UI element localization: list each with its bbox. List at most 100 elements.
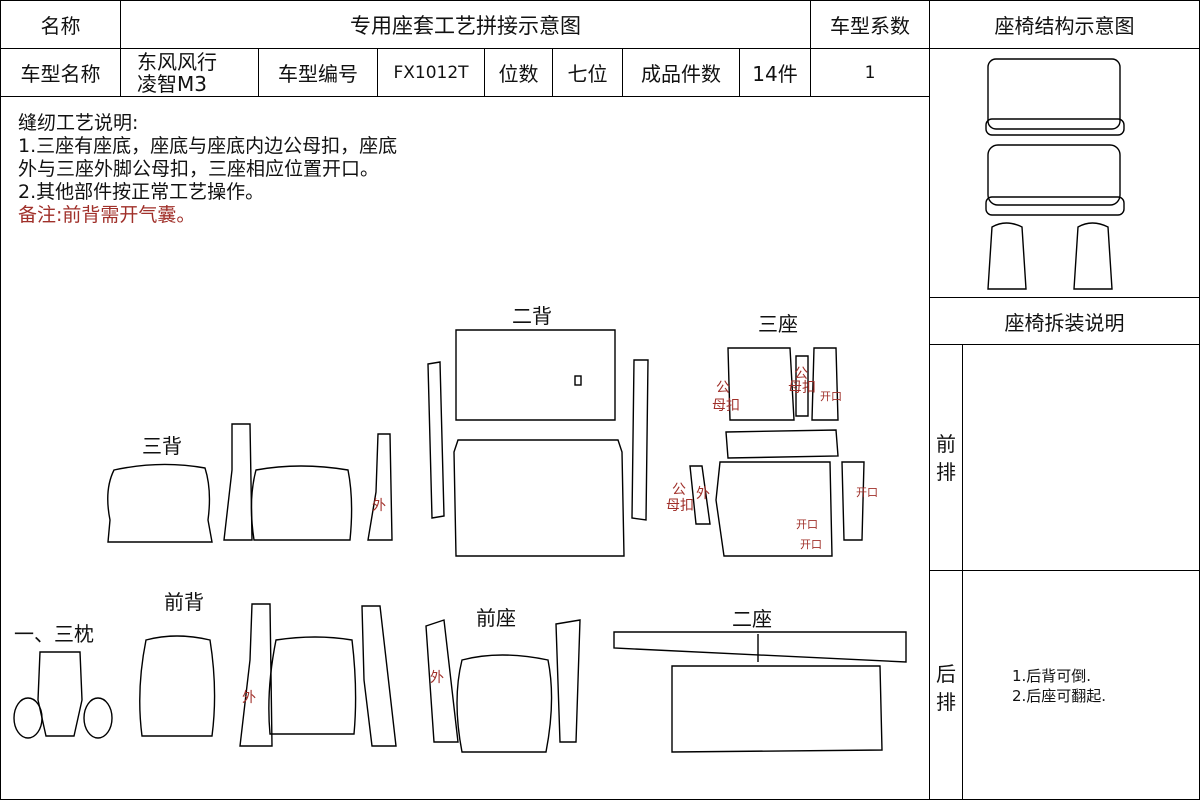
disassembly-title-cell: 座椅拆装说明 (929, 297, 1200, 345)
mark-outer-third-seat: 外 (696, 486, 710, 502)
notes-line-2: 外与三座外脚公母扣，三座相应位置开口。 (18, 158, 380, 180)
front-row-char1: 前 (936, 432, 956, 456)
mark-opening-4: 开口 (800, 538, 822, 551)
model-name-cell: 东风风行 凌智M3 (120, 48, 259, 97)
mark-outer-front-back: 外 (242, 690, 256, 706)
third-seat-right-base (811, 347, 839, 421)
front-row-char2: 排 (936, 460, 956, 484)
front-seat-right-outline (1073, 222, 1113, 290)
pattern-annotations: 外 外 外 外 公 母扣 公 母扣 公 母扣 开口 开口 开口 开口 (242, 366, 878, 706)
rear-row-char1: 后 (936, 662, 956, 686)
mark-opening-3: 开口 (796, 518, 818, 531)
rear-seat-cushion-outline (987, 144, 1121, 206)
notes-line-3: 2.其他部件按正常工艺操作。 (18, 181, 265, 203)
model-coeff-label-cell: 车型系数 (810, 0, 930, 49)
headrest-pieces (13, 651, 113, 739)
model-code-cell: FX1012T (377, 48, 485, 97)
label-second-back: 二背 (512, 304, 552, 328)
coeff-value: 1 (864, 62, 876, 83)
name-label: 名称 (40, 14, 81, 38)
label-third-seat: 三座 (758, 312, 798, 336)
third-seat-pieces (689, 347, 865, 557)
label-front-seat: 前座 (476, 606, 516, 630)
label-headrests: 一、三枕 (14, 622, 94, 646)
third-seat-cushion (715, 461, 833, 557)
notes-heading: 缝纫工艺说明: (18, 112, 139, 134)
structure-title-cell: 座椅结构示意图 (929, 0, 1200, 49)
name-label-cell: 名称 (0, 0, 121, 49)
front-seat-strip-right (555, 619, 581, 743)
third-back-strip-left (223, 423, 253, 541)
third-seat-left-base (727, 347, 795, 421)
front-seat-left-outline (987, 222, 1027, 290)
second-seat-front-strip (613, 631, 907, 663)
second-seat-pieces (613, 631, 907, 753)
front-back-pieces (139, 603, 397, 747)
label-third-back: 三背 (142, 434, 182, 458)
disassembly-title: 座椅拆装说明 (1004, 310, 1125, 335)
second-back-pieces (427, 329, 649, 557)
mark-buckle-2: 母扣 (788, 380, 816, 396)
second-back-tab-mark (574, 375, 582, 386)
mark-male-3: 公 (672, 482, 686, 498)
second-back-lower-panel (453, 439, 625, 557)
model-name-label: 车型名称 (20, 62, 101, 86)
rear-row-label: 后 排 (936, 660, 956, 716)
mark-opening-2: 开口 (856, 486, 878, 499)
third-back-side-panel (250, 465, 353, 541)
front-seat-cushion (456, 654, 553, 753)
pieces-cell: 14件 (739, 48, 811, 97)
model-name-label-cell: 车型名称 (0, 48, 121, 97)
model-name-line1: 东风风行 (137, 49, 217, 74)
third-back-strip-right (367, 433, 393, 541)
mark-outer-front-seat: 外 (430, 670, 444, 686)
mark-opening-1: 开口 (820, 390, 842, 403)
sewing-notes: 缝纫工艺说明: 1.三座有座底，座底与座底内边公母扣，座底 外与三座外脚公母扣，… (18, 112, 397, 227)
label-second-seat: 二座 (732, 607, 772, 631)
model-code-label: 车型编号 (278, 62, 358, 86)
third-seat-center-strip (795, 355, 809, 417)
seats-value: 七位 (567, 62, 608, 86)
rear-note-2: 2.后座可翻起. (1012, 687, 1107, 705)
rear-seat-back-outline (987, 58, 1121, 130)
third-back-main-panel (107, 463, 213, 543)
second-back-left-strip (427, 361, 445, 519)
seats-label: 位数 (498, 62, 539, 86)
second-back-right-strip (631, 359, 649, 521)
mark-buckle-1: 母扣 (712, 398, 740, 414)
label-front-back: 前背 (164, 590, 204, 614)
rear-seat-bottom-bar (985, 196, 1125, 216)
sheet-title: 专用座套工艺拼接示意图 (350, 13, 581, 38)
pieces-label: 成品件数 (641, 62, 721, 86)
seat-structure-diagram (985, 58, 1125, 290)
pieces-value: 14件 (752, 62, 798, 86)
third-seat-flap (725, 429, 839, 459)
mark-male-1: 公 (716, 380, 730, 396)
front-row-label: 前 排 (936, 430, 956, 486)
second-back-top-panel (455, 329, 616, 421)
notes-line-1: 1.三座有座底，座底与座底内边公母扣，座底 (18, 135, 398, 157)
structure-title: 座椅结构示意图 (994, 14, 1135, 38)
pattern-pieces: 外 外 外 外 公 母扣 公 母扣 公 母扣 开口 开口 开口 开口 (13, 329, 907, 753)
rear-seat-top-bar (985, 118, 1125, 136)
model-code: FX1012T (393, 62, 469, 83)
third-back-pieces (107, 423, 393, 543)
third-seat-inner-strip (689, 465, 711, 525)
mark-male-2: 公 (794, 366, 808, 382)
front-seat-pieces (425, 619, 581, 753)
notes-remark: 备注:前背需开气囊。 (18, 204, 196, 226)
headrest-right-oval (83, 697, 113, 739)
front-back-side-panel (268, 636, 357, 735)
third-seat-side-piece (841, 461, 865, 541)
front-back-main-panel (139, 635, 216, 737)
second-seat-cushion (671, 665, 883, 753)
seats-cell: 七位 (552, 48, 623, 97)
front-seat-strip-left (425, 619, 459, 743)
rear-row-notes: 1.后背可倒. 2.后座可翻起. (1012, 666, 1106, 706)
mark-outer-third-back: 外 (372, 498, 386, 514)
headrest-left-oval (13, 697, 43, 739)
headrest-center-piece (37, 651, 83, 737)
model-coeff-label: 车型系数 (830, 14, 910, 38)
model-name-line2: 凌智M3 (137, 71, 207, 96)
